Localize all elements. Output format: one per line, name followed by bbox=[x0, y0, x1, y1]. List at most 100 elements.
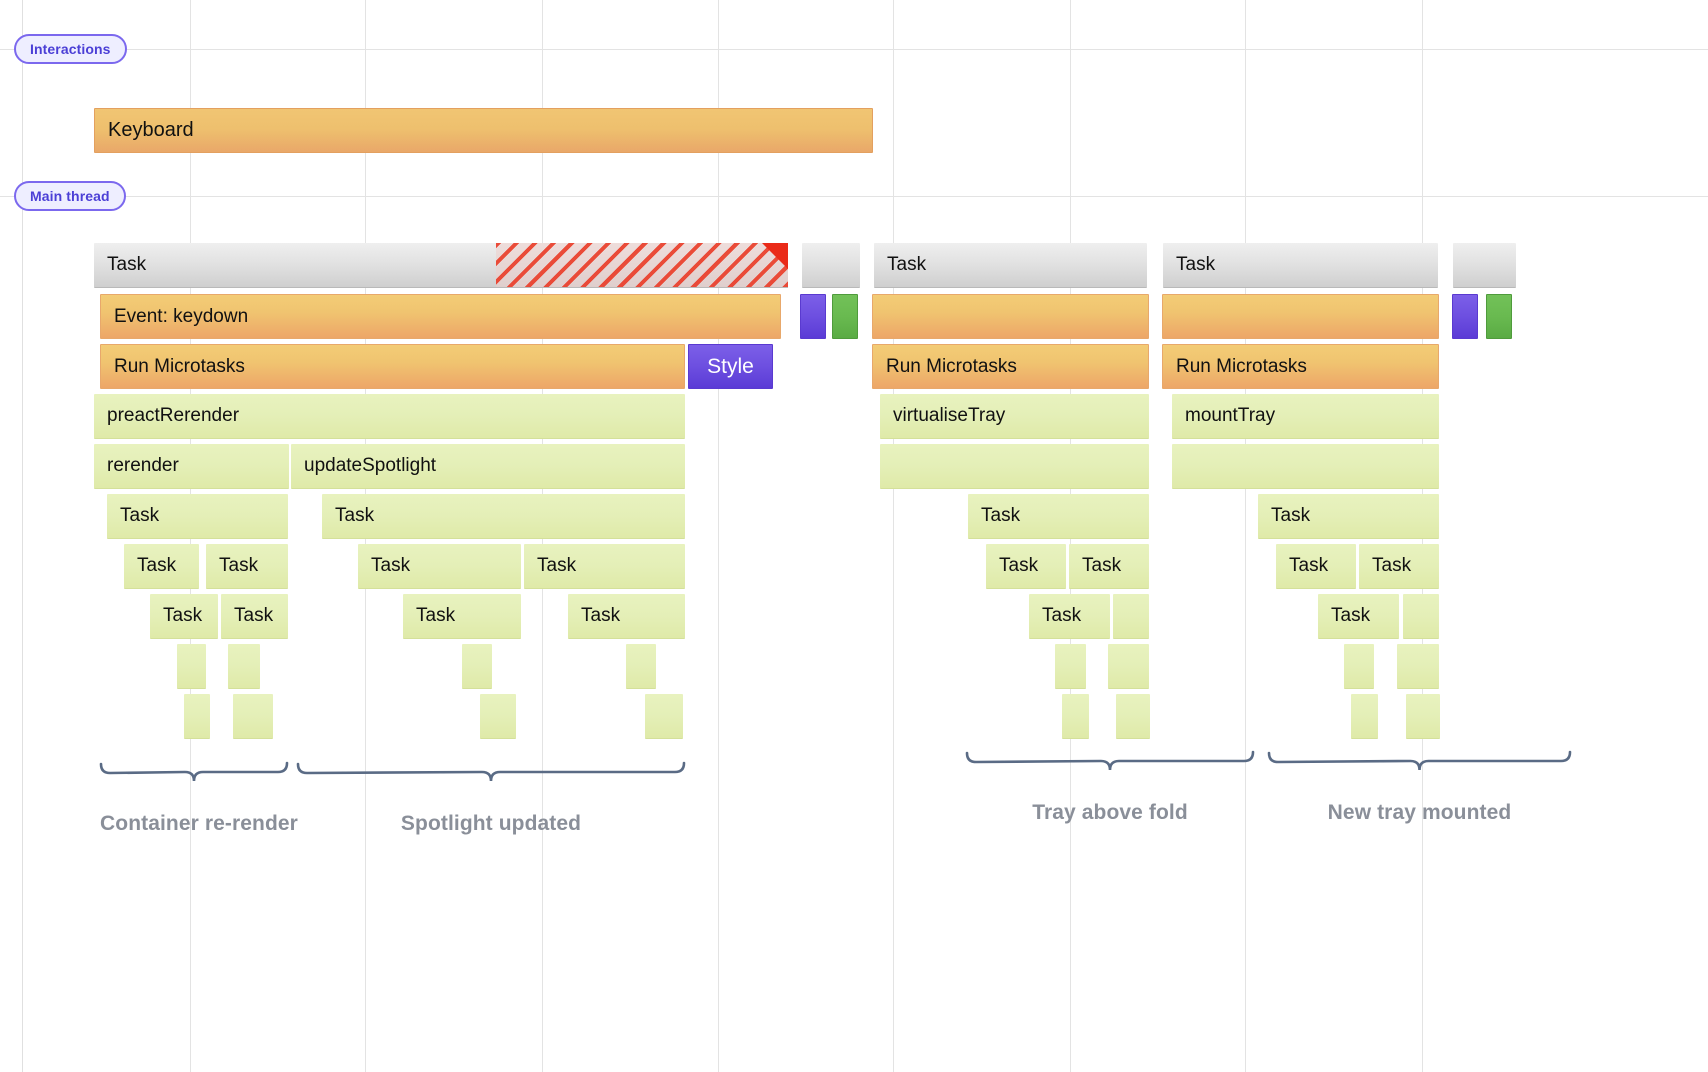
flamechart-block-js-r7-1[interactable]: Task bbox=[221, 594, 288, 639]
flamechart-block-label: Task bbox=[163, 605, 203, 626]
flamechart-block-label: Task bbox=[137, 555, 177, 576]
flamechart-block-js-r8-4[interactable] bbox=[1055, 644, 1086, 689]
flamechart-block-label: Task bbox=[1372, 555, 1412, 576]
flamechart-block-label: Run Microtasks bbox=[1176, 355, 1307, 377]
flamechart-block-paint-r1-2[interactable] bbox=[832, 294, 858, 339]
flamechart-block-js-r9-2[interactable] bbox=[480, 694, 516, 739]
flamechart-block-label: Run Microtasks bbox=[886, 355, 1017, 377]
flamechart-block-label: Task bbox=[1271, 505, 1311, 526]
flamechart-block-label: Task bbox=[1176, 254, 1216, 275]
flamechart-block-label: Task bbox=[219, 555, 259, 576]
flamechart-block-js-r8-6[interactable] bbox=[1344, 644, 1374, 689]
flamechart-block-label: rerender bbox=[107, 455, 179, 476]
flamechart-block-js-r9-4[interactable] bbox=[1062, 694, 1089, 739]
flamechart-block-label: Task bbox=[371, 555, 411, 576]
annotation-label-3: New tray mounted bbox=[1327, 801, 1512, 824]
gridline-4 bbox=[718, 0, 719, 1072]
flamechart-block-event-r2-2[interactable]: Run Microtasks bbox=[872, 344, 1149, 389]
track-header-interactions[interactable]: Interactions bbox=[14, 34, 127, 64]
flamechart-block-js-r4-0[interactable]: rerender bbox=[94, 444, 289, 489]
flamechart-block-js-r7-3[interactable]: Task bbox=[568, 594, 685, 639]
annotation-brace-2 bbox=[965, 750, 1255, 778]
flamechart-block-js-r7-6[interactable]: Task bbox=[1318, 594, 1399, 639]
gridline-5 bbox=[893, 0, 894, 1072]
annotation-brace-3 bbox=[1267, 750, 1572, 778]
flamechart-block-task-r0-3[interactable]: Task bbox=[1163, 243, 1438, 288]
flamechart-block-js-r5-3[interactable]: Task bbox=[1258, 494, 1439, 539]
flamechart-block-js-r4-1[interactable]: updateSpotlight bbox=[291, 444, 685, 489]
flamechart-block-label: Task bbox=[335, 505, 375, 526]
flamechart-block-js-r8-3[interactable] bbox=[626, 644, 656, 689]
flamechart-block-js-r8-5[interactable] bbox=[1108, 644, 1149, 689]
flamechart-block-js-r6-6[interactable]: Task bbox=[1276, 544, 1356, 589]
flamechart-block-label: preactRerender bbox=[107, 405, 240, 426]
flamechart-block-task-r0-1[interactable] bbox=[802, 243, 860, 288]
flamechart-block-js-r8-7[interactable] bbox=[1397, 644, 1439, 689]
flamechart-block-js-r9-3[interactable] bbox=[645, 694, 683, 739]
flamechart-block-label: Event: keydown bbox=[114, 305, 249, 327]
annotation-brace-1 bbox=[296, 761, 686, 789]
track-header-label: Interactions bbox=[30, 41, 111, 57]
flamechart-block-js-r6-0[interactable]: Task bbox=[124, 544, 199, 589]
flamechart-block-task-r0-4[interactable] bbox=[1453, 243, 1516, 288]
flamechart-block-label: Task bbox=[1082, 555, 1122, 576]
flamechart-block-style-r1-1[interactable] bbox=[800, 294, 826, 339]
flamechart-block-event-r1-3[interactable] bbox=[872, 294, 1149, 339]
flamechart-block-js-r3-0[interactable]: preactRerender bbox=[94, 394, 685, 439]
flamechart-block-label: virtualiseTray bbox=[893, 405, 1006, 426]
flamechart-block-js-r7-0[interactable]: Task bbox=[150, 594, 218, 639]
flamechart-block-label: Task bbox=[537, 555, 577, 576]
flamechart-block-js-r3-1[interactable]: virtualiseTray bbox=[880, 394, 1149, 439]
flamechart-block-event-r1-0[interactable]: Event: keydown bbox=[100, 294, 781, 339]
flamechart-block-js-r9-6[interactable] bbox=[1351, 694, 1378, 739]
annotation-label-0: Container re-render bbox=[100, 812, 298, 835]
flamechart-block-style-r1-5[interactable] bbox=[1452, 294, 1478, 339]
flamechart-block-label: Task bbox=[1331, 605, 1371, 626]
flamechart-block-js-r9-5[interactable] bbox=[1116, 694, 1150, 739]
interaction-block-keyboard[interactable]: Keyboard bbox=[94, 108, 873, 153]
flamechart-block-js-r9-7[interactable] bbox=[1406, 694, 1440, 739]
flamechart-block-label: Task bbox=[234, 605, 274, 626]
flamechart-block-event-r2-3[interactable]: Run Microtasks bbox=[1162, 344, 1439, 389]
track-header-label: Main thread bbox=[30, 188, 110, 204]
flamechart-block-js-r6-4[interactable]: Task bbox=[986, 544, 1066, 589]
flamechart-block-js-r7-5[interactable] bbox=[1113, 594, 1149, 639]
flamechart-block-js-r4-3[interactable] bbox=[1172, 444, 1439, 489]
flamechart-block-paint-r1-6[interactable] bbox=[1486, 294, 1512, 339]
long-task-warning-overlay[interactable] bbox=[496, 243, 788, 288]
flamechart-block-js-r6-3[interactable]: Task bbox=[524, 544, 685, 589]
flamechart-block-js-r8-2[interactable] bbox=[462, 644, 492, 689]
flamechart-block-label: Task bbox=[581, 605, 621, 626]
flamechart-block-js-r6-2[interactable]: Task bbox=[358, 544, 521, 589]
flamechart-block-js-r9-1[interactable] bbox=[233, 694, 273, 739]
flamechart-block-js-r6-5[interactable]: Task bbox=[1069, 544, 1149, 589]
flamechart-block-js-r9-0[interactable] bbox=[184, 694, 210, 739]
annotation-label-1: Spotlight updated bbox=[400, 812, 582, 835]
flamechart-block-js-r7-2[interactable]: Task bbox=[403, 594, 521, 639]
flamechart-block-label: Task bbox=[981, 505, 1021, 526]
flamechart-block-js-r7-4[interactable]: Task bbox=[1029, 594, 1110, 639]
flamechart-block-js-r8-0[interactable] bbox=[177, 644, 206, 689]
flamechart-block-js-r6-1[interactable]: Task bbox=[206, 544, 288, 589]
flamechart-block-event-r2-0[interactable]: Run Microtasks bbox=[100, 344, 685, 389]
flamechart-block-label: Task bbox=[887, 254, 927, 275]
flamechart-block-js-r7-7[interactable] bbox=[1403, 594, 1439, 639]
flamechart-block-label: Run Microtasks bbox=[114, 355, 245, 377]
flamechart-block-style-r2-1[interactable]: Style bbox=[688, 344, 773, 389]
track-separator-1 bbox=[0, 196, 1708, 197]
flamechart-block-event-r1-4[interactable] bbox=[1162, 294, 1439, 339]
flamechart-block-js-r4-2[interactable] bbox=[880, 444, 1149, 489]
flamechart-block-js-r5-0[interactable]: Task bbox=[107, 494, 288, 539]
flamechart-block-js-r5-1[interactable]: Task bbox=[322, 494, 685, 539]
flamechart-block-js-r8-1[interactable] bbox=[228, 644, 260, 689]
flamechart-block-js-r6-7[interactable]: Task bbox=[1359, 544, 1439, 589]
flamechart-block-label: updateSpotlight bbox=[304, 455, 437, 476]
flamechart-block-js-r5-2[interactable]: Task bbox=[968, 494, 1149, 539]
flamechart-block-js-r3-2[interactable]: mountTray bbox=[1172, 394, 1439, 439]
track-header-main-thread[interactable]: Main thread bbox=[14, 181, 126, 211]
flamechart-block-task-r0-2[interactable]: Task bbox=[874, 243, 1147, 288]
flamechart-block-label: Task bbox=[416, 605, 456, 626]
gridline-7 bbox=[1245, 0, 1246, 1072]
flamechart-block-label: Style bbox=[707, 354, 754, 378]
